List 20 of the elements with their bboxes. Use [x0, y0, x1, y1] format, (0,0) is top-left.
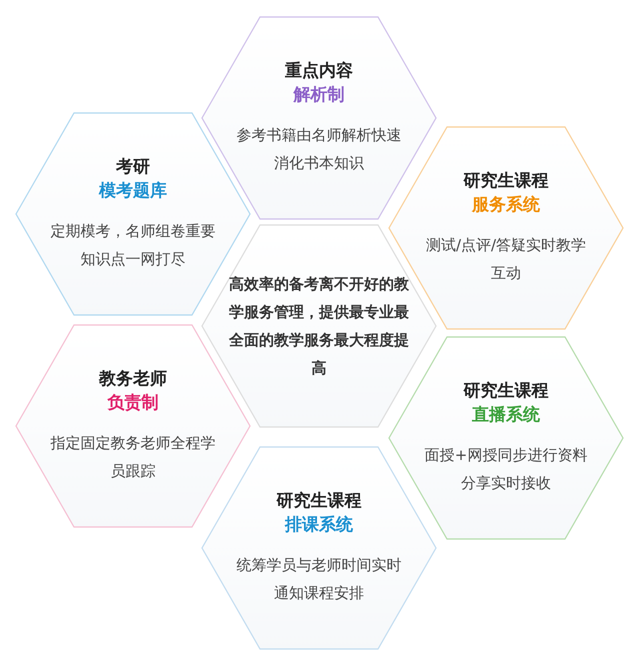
- subheading: 排课系统: [285, 514, 353, 537]
- subheading: 服务系统: [472, 194, 540, 217]
- subheading: 负责制: [108, 392, 158, 415]
- hexagon-card: [201, 16, 437, 220]
- description: 定期模考，名师组卷重要知识点一网打尽: [50, 221, 216, 270]
- center-text: 高效率的备考离不开好的教学服务管理，提供最专业最全面的教学服务最大程度提高: [229, 274, 409, 379]
- description: 统筹学员与老师时间实时通知课程安排: [236, 555, 402, 604]
- heading: 研究生课程: [464, 170, 548, 193]
- subheading: 解析制: [294, 84, 344, 107]
- description: 测试/点评/答疑实时教学互动: [424, 235, 588, 284]
- description: 面授+网授同步进行资料分享实时接收: [424, 445, 588, 494]
- heading: 考研: [116, 156, 150, 179]
- subheading: 模考题库: [99, 180, 167, 203]
- description: 指定固定教务老师全程学员跟踪: [50, 433, 216, 482]
- heading: 教务老师: [99, 368, 167, 391]
- description: 参考书籍由名师解析快速消化书本知识: [236, 125, 402, 174]
- heading: 重点内容: [285, 60, 353, 83]
- heading: 研究生课程: [276, 490, 362, 513]
- subheading: 直播系统: [472, 404, 540, 427]
- heading: 研究生课程: [464, 380, 548, 403]
